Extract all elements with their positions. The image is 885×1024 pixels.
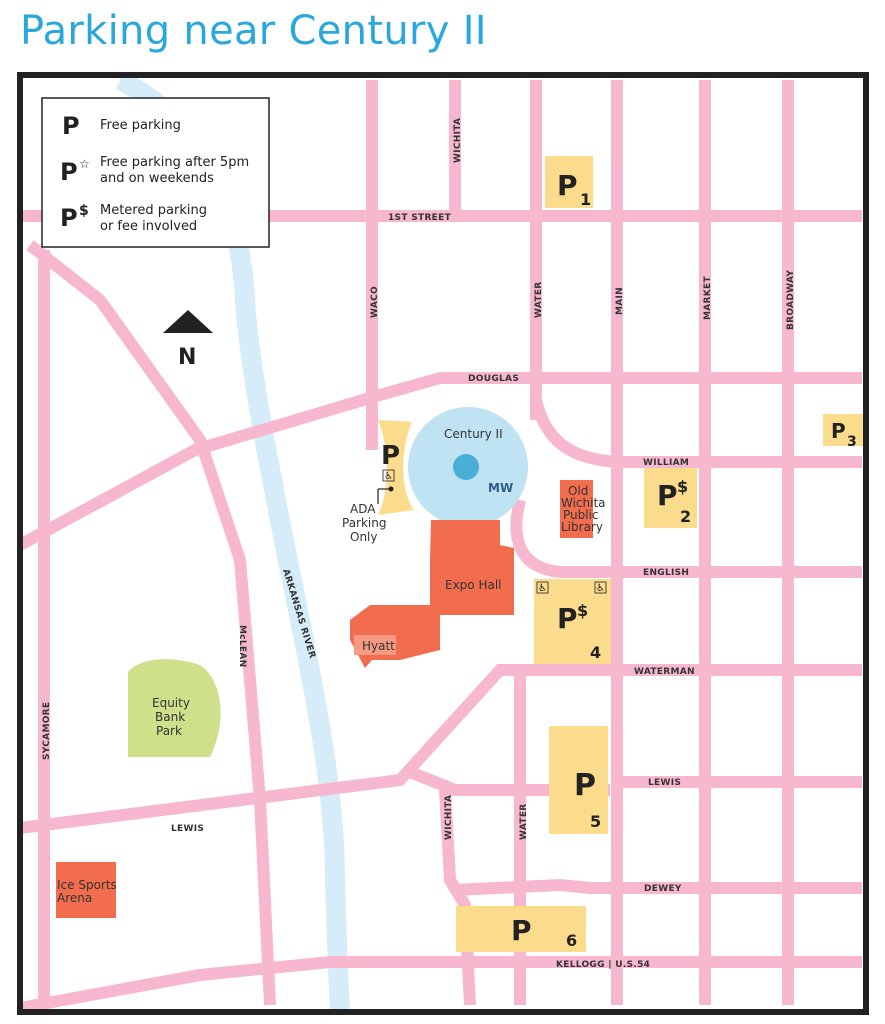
old-library-building [560,480,593,538]
lot-2-letter: P [657,479,678,512]
parking-lot-3 [823,414,863,446]
label-park-line1: Equity [152,696,190,710]
parking-lot-labels: P 1 P 3 P $ 2 P $ 4 P 5 P 6 P [381,169,857,950]
parking-lot-6 [456,906,586,952]
legend-dollar-icon: $ [79,203,89,219]
street-dewey [454,878,862,896]
wheelchair-icon [382,469,395,482]
label-william: WILLIAM [643,458,689,468]
legend-metered-symbol: P [60,204,78,232]
ice-arena-building [56,862,116,918]
north-arrow: N [163,310,213,370]
road-network [17,80,862,1014]
label-waco: WACO [370,286,380,318]
label-kellogg: KELLOGG | U.S.54 [556,960,650,970]
parking-lot-1 [545,156,593,208]
label-park-line3: Park [156,724,182,738]
label-hyatt: Hyatt [362,639,395,653]
page-title: Parking near Century II [20,8,487,54]
century-ii-logo: MW [488,481,513,495]
legend-metered-line1: Metered parking [100,203,207,218]
label-mclean: McLEAN [237,625,247,667]
label-ada-line2: Parking [342,516,387,530]
label-broadway: BROADWAY [786,270,796,330]
parking-lot-5 [549,726,608,834]
lot-6-letter: P [511,914,532,947]
lot-2-dollar-icon: $ [677,477,688,496]
lot-3-letter: P [831,419,846,443]
label-main: MAIN [615,287,625,315]
place-labels: Century II MW ADA Parking Only Old Wichi… [57,427,606,905]
street-english [510,498,862,578]
label-market: MARKET [703,276,713,320]
ada-parking-lot [378,420,414,515]
street-mclean [26,240,276,1006]
accessibility-icons: ♿ ♿ ♿ [382,469,607,594]
label-library-line2: Wichita [561,496,606,510]
legend-free-label: Free parking [100,118,181,133]
map-frame [17,72,869,1015]
label-ice-line2: Arena [57,891,92,905]
hyatt-label-bg [354,635,396,655]
ada-pointer-dot [388,486,394,492]
street-waterman-lewis [19,664,862,834]
legend-after5-symbol: P [60,158,78,186]
north-arrow-icon [163,310,213,333]
label-wichita-north: WICHITA [453,118,463,163]
parking-lot-2 [644,468,697,528]
label-ada-line3: Only [350,530,378,544]
north-label: N [178,345,196,370]
street-william [530,398,862,468]
lot-1-letter: P [557,169,578,202]
wheelchair-icon [536,581,549,594]
label-wichita-south: WICHITA [444,795,454,840]
label-ice-line1: Ice Sports [57,878,117,892]
legend-free-symbol: P [62,112,80,140]
street-douglas [17,372,862,551]
expo-hall-building [430,520,514,650]
label-library-line1: Old [568,484,588,498]
label-water-south: WATER [519,803,529,840]
lot-1-number: 1 [580,190,591,209]
label-douglas: DOUGLAS [468,374,519,384]
label-ada-line1: ADA [350,502,376,516]
wheelchair-icon-glyph: ♿ [596,583,605,594]
label-waterman: WATERMAN [634,667,695,677]
label-1st-street: 1ST STREET [388,213,452,223]
legend: P Free parking P ☆ Free parking after 5p… [41,97,270,248]
lot-2-number: 2 [680,507,691,526]
label-lewis-east: LEWIS [648,778,681,788]
lot-6-number: 6 [566,931,577,950]
century-ii-dome [453,454,479,480]
legend-after5-line2: and on weekends [100,171,214,186]
lot-5-letter: P [574,768,596,803]
wheelchair-icon-glyph: ♿ [384,471,393,482]
label-water-north: WATER [534,281,544,318]
lot-3-number: 3 [847,434,857,450]
label-lewis-west: LEWIS [171,824,204,834]
legend-star-icon: ☆ [79,157,90,171]
lot-4-letter: P [557,602,578,635]
ada-lot-letter: P [381,441,400,471]
label-dewey: DEWEY [644,884,682,894]
label-library-line4: Library [561,520,603,534]
lot-4-number: 4 [590,643,601,662]
legend-after5-line1: Free parking after 5pm [100,155,249,170]
label-expo-hall: Expo Hall [445,578,502,592]
label-park-line2: Bank [155,710,185,724]
equity-bank-park [128,659,221,757]
label-english: ENGLISH [643,568,689,578]
wheelchair-icon [594,581,607,594]
label-sycamore: SYCAMORE [42,702,52,760]
wheelchair-icon-glyph: ♿ [538,583,547,594]
label-century-ii: Century II [444,427,503,441]
lot-4-dollar-icon: $ [577,601,588,620]
street-wichita-south [439,789,476,1006]
label-library-line3: Public [563,508,599,522]
lot-5-number: 5 [590,812,601,831]
legend-metered-line2: or fee involved [100,219,197,234]
